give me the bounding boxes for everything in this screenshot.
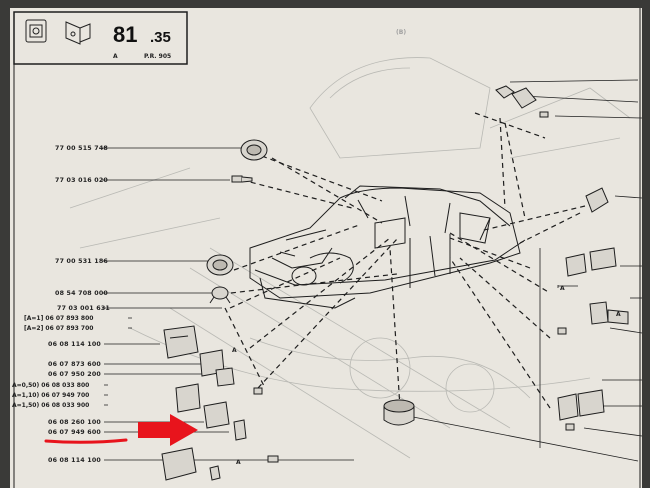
part-number: 06 07 873 600 (48, 361, 101, 368)
part-number: 77 00 515 748 (55, 145, 108, 152)
label-leaders (102, 79, 642, 462)
part-number: A=1,10) 06 07 949 700 (12, 392, 89, 399)
part-number: [A=2] 06 07 893 700 (24, 325, 93, 332)
grommet-part (240, 139, 268, 161)
section-header: 81 .35 A P.R. 905 (B) (13, 11, 406, 488)
hinge-bracket-part (199, 349, 235, 387)
right-hinge-lower-part (557, 389, 605, 431)
part-number: 77 00 531 186 (55, 258, 108, 265)
car-body-shell (249, 185, 526, 309)
section-major: 81 (113, 22, 137, 47)
cap-part (585, 187, 609, 213)
screw-part (231, 175, 253, 183)
section-minor: .35 (150, 29, 171, 46)
highlight-marks (44, 414, 198, 446)
parts-illustrations (161, 85, 629, 481)
hinge-icon (65, 21, 91, 45)
right-hinge-upper-part (565, 247, 617, 277)
part-number: 08 54 708 000 (55, 290, 108, 297)
hinge-pair-part (175, 383, 247, 441)
background-ghost-drawing (69, 57, 631, 459)
part-number: 06 07 950 200 (48, 371, 101, 378)
ghost-label: (B) (396, 29, 406, 36)
lower-plate-part (161, 447, 221, 481)
exploded-diagram: 81 .35 A P.R. 905 (B) (12, 8, 642, 488)
leader-lines (221, 112, 586, 409)
part-number: 77 03 016 020 (55, 177, 108, 184)
callout-a-4: A (616, 311, 621, 318)
part-number-list: 77 00 515 748 77 03 016 020 77 00 531 18… (12, 145, 110, 464)
door-panel-icon (25, 19, 47, 43)
callout-a-2: A (236, 459, 241, 466)
stud-part (267, 455, 279, 463)
plug-part (206, 254, 234, 276)
callout-a-3: A (560, 285, 565, 292)
striker-plate-part (163, 325, 199, 359)
bolt-part (253, 387, 263, 395)
section-sub-left: A (113, 53, 118, 60)
part-number: [A=1] 06 07 893 800 (24, 315, 93, 322)
part-number: 06 08 260 100 (48, 419, 101, 426)
part-number: 77 03 001 631 (57, 305, 110, 312)
right-hinge-mid-part (557, 301, 629, 335)
part-number: A=0,50) 06 08 033 800 (12, 382, 89, 389)
door-check-part (495, 85, 549, 118)
part-number: A=1,50) 06 08 033 900 (12, 402, 89, 409)
rubber-stop-part (383, 399, 415, 426)
part-number: 06 07 949 600 (48, 429, 101, 436)
dimension-callouts: A A A A (232, 285, 621, 466)
callout-a-1: A (232, 347, 237, 354)
section-sub-right: P.R. 905 (144, 53, 171, 60)
red-arrow-icon (138, 414, 198, 446)
part-number: 06 08 114 100 (48, 457, 101, 464)
part-number: 06 08 114 100 (48, 341, 101, 348)
parts-catalog-page: 81 .35 A P.R. 905 (B) (10, 8, 642, 488)
clip-part (209, 286, 231, 304)
